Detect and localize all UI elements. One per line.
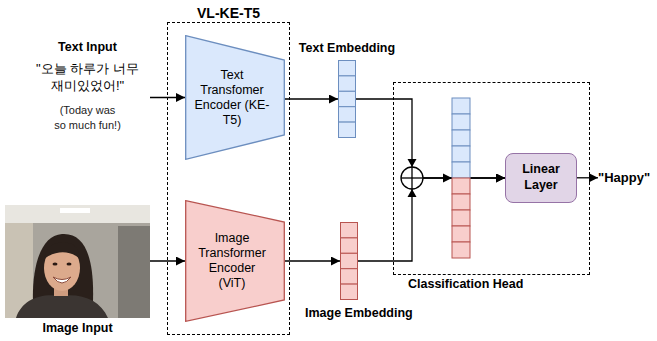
photo-wall — [5, 205, 150, 318]
encoder-block: Text Transfomer Encoder (KE-T5) — [185, 35, 285, 160]
encoder-name: Image Transformer Encoder (ViT) — [194, 231, 270, 291]
connector-arrow — [285, 98, 338, 99]
connector-arrow — [577, 177, 598, 178]
arrowhead — [408, 159, 417, 167]
vector-cell — [341, 284, 358, 299]
encoder-block: Image Transformer Encoder (ViT) — [185, 200, 285, 322]
arrowhead — [408, 189, 417, 197]
vector-cell — [341, 223, 358, 238]
embedding-vector: Text Embedding — [338, 60, 356, 138]
vector-shape — [340, 222, 358, 300]
image-input: Image Input — [5, 205, 150, 318]
connector-arrow — [356, 99, 505, 178]
vector-cell — [452, 242, 470, 258]
vector-cell — [339, 122, 356, 137]
encoder-outline — [186, 201, 285, 322]
photo-door — [118, 226, 150, 318]
vector-cell — [452, 98, 470, 114]
connector-arrow — [285, 260, 340, 261]
embedding-label: Text Embedding — [299, 41, 395, 55]
output-label: "Happy" — [598, 170, 650, 186]
vector-cell — [341, 269, 358, 284]
photo-coat — [16, 295, 108, 318]
model-title: VL-KE-T5 — [197, 5, 260, 21]
vector-cell — [452, 210, 470, 226]
vector-shape — [338, 60, 356, 138]
vector-cell — [339, 91, 356, 106]
embedding-vector: Image Embedding — [340, 222, 358, 300]
embedding-label: Image Embedding — [305, 306, 413, 320]
encoder-name: Text Transfomer Encoder (KE-T5) — [194, 68, 270, 128]
operator-cross — [411, 167, 412, 189]
input-heading: Image Input — [42, 321, 112, 335]
head-group: Linear LayerClassification Head — [393, 82, 590, 275]
vector-cell — [452, 114, 470, 130]
photo-light — [60, 208, 90, 213]
layer-name: Linear Layer — [516, 162, 566, 193]
process-box: Linear Layer — [505, 153, 577, 203]
vector-cell — [452, 194, 470, 210]
photo-eye — [53, 263, 58, 266]
photo-ceiling — [5, 205, 150, 223]
vector-cell — [341, 238, 358, 253]
model-group: Text Transfomer Encoder (KE-T5) Image Tra… — [167, 22, 290, 335]
operator-circle — [401, 167, 423, 189]
input-photo — [5, 205, 150, 318]
vector-cell — [452, 178, 470, 194]
vector-cell — [452, 226, 470, 242]
vector-cell — [341, 253, 358, 268]
vector-cell — [339, 76, 356, 91]
input-text-group: Text Input "오늘 하루가 너무 재미있었어!" (Today was s… — [25, 40, 150, 132]
photo-eye — [67, 263, 72, 266]
input-heading: Text Input — [58, 40, 117, 55]
head-title: Classification Head — [408, 277, 523, 291]
english-translation: (Today was so much fun!) — [53, 103, 123, 133]
vector-cell — [339, 61, 356, 76]
vector-cell — [452, 162, 470, 178]
vector-cell — [339, 107, 356, 122]
concatenated-vector — [452, 98, 470, 258]
photo-smile — [53, 277, 71, 283]
arrowhead — [443, 174, 452, 183]
vector-cell — [452, 130, 470, 146]
photo-fringe — [44, 243, 80, 259]
korean-sentence: "오늘 하루가 너무 재미있었어!" — [33, 61, 143, 95]
output-text: "Happy" — [598, 170, 650, 186]
concat-operator — [401, 167, 423, 189]
encoder-outline — [186, 36, 285, 160]
vector-cell — [452, 146, 470, 162]
connector-arrow — [358, 178, 505, 261]
